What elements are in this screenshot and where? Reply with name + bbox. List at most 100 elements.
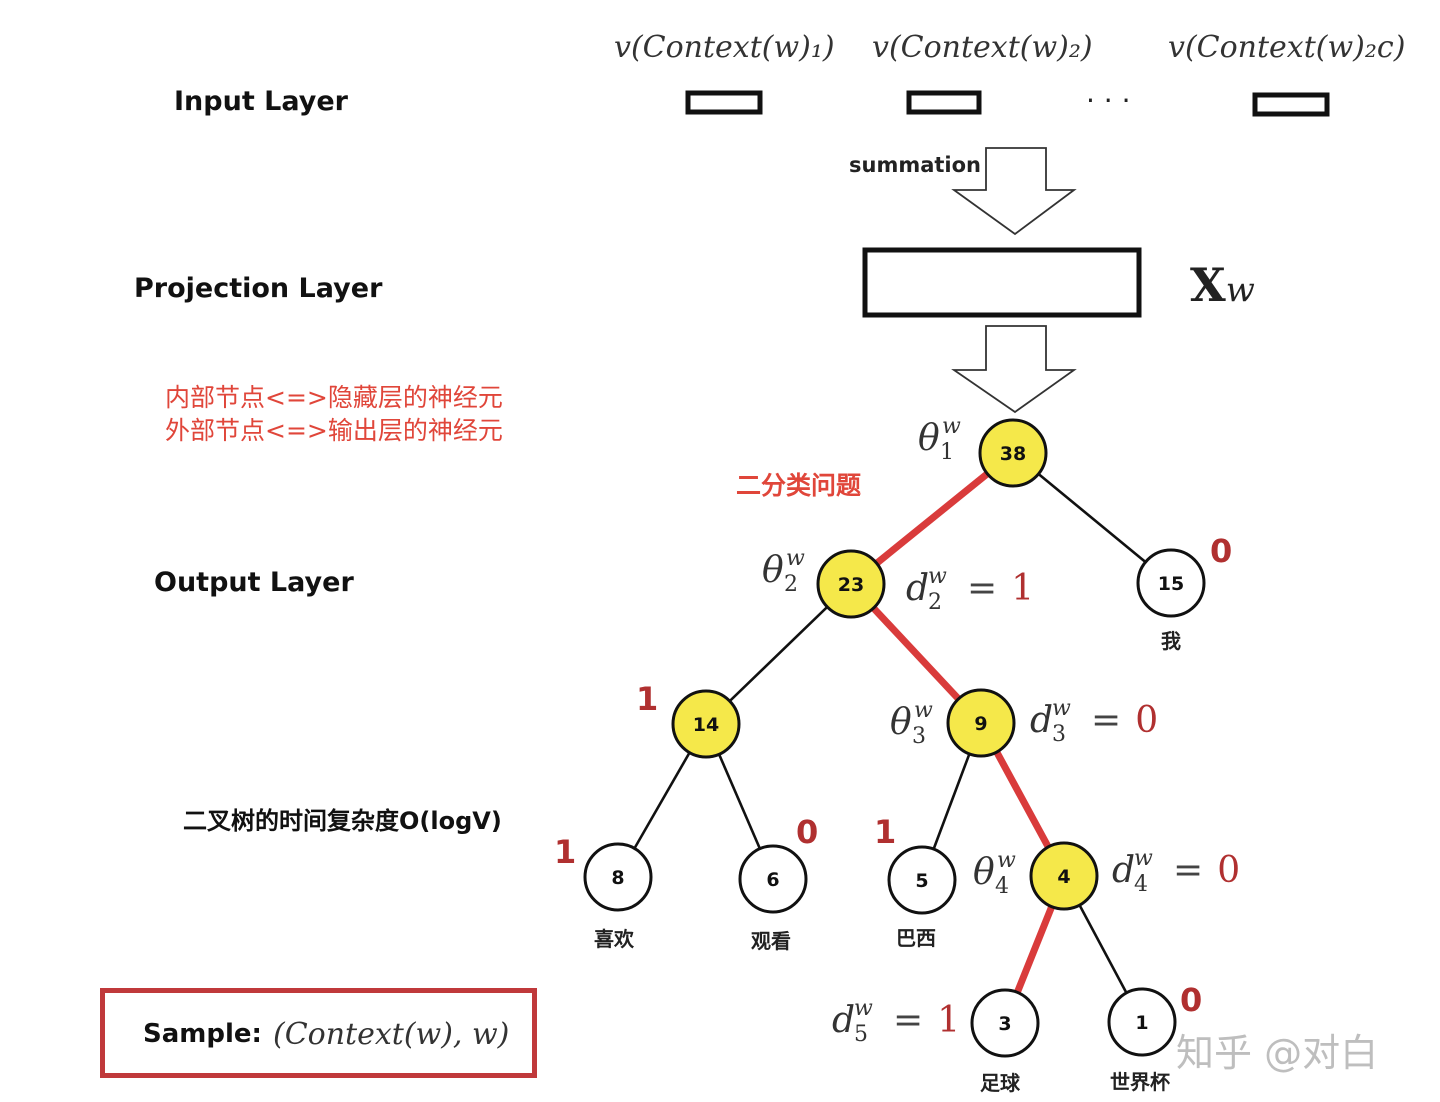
d-superscript: w [1052,696,1071,721]
theta-subscript: 4 [995,874,1009,899]
edge-code-n6: 0 [796,813,819,851]
leaf-word-3: 足球 [980,1071,1020,1095]
node-value-3: 3 [998,1013,1011,1035]
edge-code-n8: 1 [554,833,577,871]
leaf-word-5: 巴西 [896,926,936,950]
d-equals: = [1091,700,1122,741]
sample-box: Sample: (Context(w), w) [100,988,537,1078]
summation-label: summation [849,153,981,177]
leaf-node-8 [583,842,653,912]
leaf-node-6 [738,844,808,914]
sample-formula: (Context(w), w) [273,1017,510,1052]
projection-box [862,247,1142,318]
d-value: 1 [937,1000,961,1041]
note-binary-classification: 二分类问题 [736,471,862,500]
node-value-14: 14 [693,714,719,736]
d-value: 0 [1135,700,1159,741]
input-box-2 [906,90,982,115]
edge-n38-n23 [848,450,1016,587]
edge-code-n5: 1 [874,813,897,851]
node-value-15: 15 [1158,573,1184,595]
output-layer-label: Output Layer [154,567,354,598]
input-vector-label-1: v(Context(w)₁) [614,30,835,65]
node-value-38: 38 [1000,443,1026,465]
node-value-8: 8 [611,867,624,889]
note-complexity: 二叉树的时间复杂度O(logV) [183,807,502,835]
leaf-word-8: 喜欢 [594,927,634,951]
node-value-5: 5 [915,870,928,892]
d-equals: = [893,1000,924,1041]
sample-label: Sample: [143,1019,262,1049]
theta-symbol: θ [762,550,784,591]
theta-subscript: 3 [912,724,926,749]
theta-superscript: w [997,848,1016,873]
leaf-word-15: 我 [1161,629,1181,653]
node-value-9: 9 [974,713,987,735]
internal-node-9 [946,688,1016,758]
theta-subscript: 1 [940,440,954,465]
projection-symbol-x: X [1190,258,1226,312]
leaf-node-15 [1136,548,1206,618]
theta-superscript: w [914,698,933,723]
internal-node-14 [671,689,741,759]
theta-superscript: w [942,414,961,439]
d-symbol: d [832,1000,856,1041]
d-symbol: d [1112,850,1136,891]
input-vector-label-3: v(Context(w)₂c) [1168,30,1406,65]
node-value-4: 4 [1057,866,1070,888]
d-equals: = [1173,850,1204,891]
node-value-1: 1 [1135,1012,1148,1034]
d-symbol: d [1030,700,1054,741]
internal-node-4 [1029,841,1099,911]
edge-code-n14: 1 [636,680,659,718]
edge-code-n15: 0 [1210,532,1233,570]
projection-symbol-sub: w [1225,270,1255,310]
leaf-node-5 [887,845,957,915]
d-equals: = [967,568,998,609]
d-subscript: 2 [928,590,942,615]
leaf-node-3 [970,988,1040,1058]
internal-node-38 [978,418,1048,488]
d-symbol: d [906,568,930,609]
d-superscript: w [854,996,873,1021]
leaf-word-6: 观看 [751,929,791,953]
leaf-word-1: 世界杯 [1110,1070,1170,1094]
note-external-nodes: 外部节点<=>输出层的神经元 [165,416,503,445]
d-superscript: w [1134,846,1153,871]
theta-subscript: 2 [784,572,798,597]
ellipsis: · · · [1086,84,1131,117]
node-value-6: 6 [766,869,779,891]
theta-symbol: θ [890,702,912,743]
theta-symbol: θ [918,418,940,459]
internal-node-23 [816,549,886,619]
input-vector-label-2: v(Context(w)₂) [872,30,1093,65]
d-value: 0 [1217,850,1241,891]
projection-symbol: Xw [1190,258,1255,312]
d-value: 1 [1011,568,1035,609]
input-box-1 [685,90,763,115]
edge-code-n1: 0 [1180,981,1203,1019]
input-layer-label: Input Layer [174,86,348,117]
input-box-3 [1252,92,1330,117]
projection-arrow [951,325,1077,414]
leaf-node-1 [1107,987,1177,1057]
d-superscript: w [928,564,947,589]
note-internal-nodes: 内部节点<=>隐藏层的神经元 [165,383,503,412]
node-value-23: 23 [838,574,864,596]
d-subscript: 5 [854,1022,868,1047]
watermark: 知乎 @对白 [1176,1031,1379,1075]
theta-superscript: w [786,546,805,571]
d-subscript: 4 [1134,872,1148,897]
projection-layer-label: Projection Layer [134,273,383,304]
d-subscript: 3 [1052,722,1066,747]
summation-arrow [951,147,1077,236]
